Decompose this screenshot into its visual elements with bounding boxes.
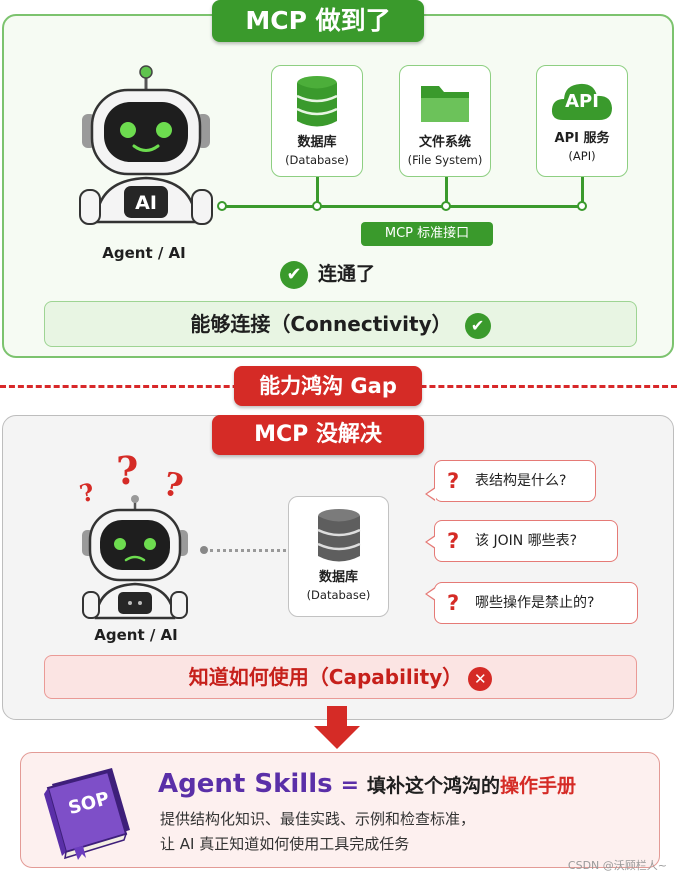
api-label: API 服务 bbox=[554, 131, 610, 146]
mcp-success-title: MCP 做到了 bbox=[212, 0, 424, 42]
watermark: CSDN @沃顾栏人~ bbox=[567, 859, 667, 872]
question-mark-icon: ? bbox=[447, 469, 460, 493]
database-card: 数据库 (Database) bbox=[271, 65, 363, 177]
question-mark-icon: ? bbox=[447, 529, 460, 553]
database-card-grey: 数据库 (Database) bbox=[288, 496, 389, 617]
capability-label: 知道如何使用（Capability） bbox=[188, 665, 463, 689]
capability-gap-title: 能力鸿沟 Gap bbox=[234, 366, 422, 406]
question-bubble-schema: ? 表结构是什么? bbox=[425, 460, 596, 502]
mcp-bus-line bbox=[222, 205, 584, 208]
mcp-interface-tag: MCP 标准接口 bbox=[361, 222, 493, 246]
api-connector-line bbox=[581, 177, 584, 206]
agent-skills-name: Agent Skills bbox=[158, 769, 333, 799]
database-grey-sub: (Database) bbox=[306, 588, 371, 602]
question-bubble-join: ? 该 JOIN 哪些表? bbox=[425, 520, 618, 562]
confused-robot-icon bbox=[82, 495, 188, 620]
folder-icon bbox=[421, 86, 469, 122]
fs-connector-line bbox=[445, 177, 448, 206]
filesystem-sub: (File System) bbox=[407, 153, 483, 167]
api-icon-text: API bbox=[565, 91, 599, 112]
agent-skills-title: Agent Skills = 填补这个鸿沟的操作手册 bbox=[158, 767, 576, 801]
happy-robot-icon bbox=[79, 65, 213, 225]
connectivity-label: 能够连接（Connectivity） bbox=[190, 312, 452, 336]
robot-ai-badge: AI bbox=[135, 192, 157, 214]
database-label: 数据库 bbox=[297, 135, 337, 150]
filesystem-label: 文件系统 bbox=[418, 135, 471, 150]
check-circle-icon: ✔ bbox=[280, 260, 308, 289]
question-mark-icon: ? bbox=[447, 591, 460, 615]
mcp-unsolved-title: MCP 没解决 bbox=[212, 415, 424, 455]
skills-desc-line1: 提供结构化知识、最佳实践、示例和检查标准， bbox=[160, 810, 476, 828]
api-card: API API 服务 (API) bbox=[536, 65, 628, 177]
cloud-api-icon: API bbox=[549, 76, 615, 130]
agent-label-bottom: Agent / AI bbox=[94, 626, 178, 644]
bus-node-api bbox=[577, 201, 587, 211]
bus-node-start bbox=[217, 201, 227, 211]
question-bubble-forbidden: ? 哪些操作是禁止的? bbox=[425, 582, 638, 624]
database-icon bbox=[316, 509, 361, 562]
question-schema-text: 表结构是什么? bbox=[475, 473, 567, 489]
database-grey-label: 数据库 bbox=[318, 570, 358, 585]
database-sub: (Database) bbox=[285, 153, 349, 167]
db-connector-line bbox=[316, 177, 319, 206]
api-sub: (API) bbox=[568, 149, 596, 163]
database-icon bbox=[296, 76, 338, 127]
question-join-text: 该 JOIN 哪些表? bbox=[475, 533, 578, 549]
capability-bar: 知道如何使用（Capability）✕ bbox=[44, 655, 637, 699]
agent-label: Agent / AI bbox=[102, 244, 186, 262]
dotted-line-start-dot bbox=[200, 546, 208, 554]
filesystem-card: 文件系统 (File System) bbox=[399, 65, 491, 177]
connected-status: ✔ 连通了 bbox=[280, 258, 375, 290]
equals-sign: = bbox=[340, 773, 360, 798]
down-arrow-icon bbox=[314, 706, 360, 749]
operation-manual-text: 操作手册 bbox=[500, 775, 577, 797]
x-circle-icon: ✕ bbox=[468, 666, 493, 691]
question-forbidden-text: 哪些操作是禁止的? bbox=[475, 595, 595, 611]
sop-book-icon: SOP bbox=[38, 764, 138, 860]
question-mark-icon: ? bbox=[116, 448, 139, 493]
fill-gap-text: 填补这个鸿沟的 bbox=[367, 775, 501, 797]
agent-skills-panel bbox=[20, 752, 660, 868]
dotted-connection-line bbox=[210, 549, 286, 552]
skills-desc-line2: 让 AI 真正知道如何使用工具完成任务 bbox=[160, 835, 410, 853]
bus-node-db bbox=[312, 201, 322, 211]
connectivity-bar: 能够连接（Connectivity） ✔ bbox=[44, 301, 637, 347]
connected-label: 连通了 bbox=[318, 263, 376, 285]
bus-node-fs bbox=[441, 201, 451, 211]
check-circle-icon: ✔ bbox=[464, 312, 491, 339]
